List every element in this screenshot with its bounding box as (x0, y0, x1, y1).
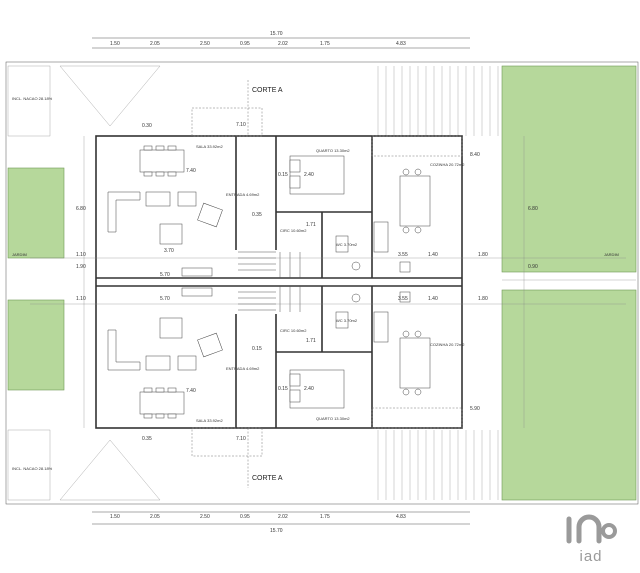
dim-top-total: 15.70 (270, 31, 283, 37)
dim-side-mid-right: 0.90 (528, 264, 538, 270)
iad-logo: iad (556, 513, 626, 565)
dim-top-seg-4: 0.95 (240, 41, 250, 47)
room-circ-bottom: CIRC 10.60m2 (280, 328, 307, 333)
dim-bottom-seg-1: 1.50 (110, 514, 120, 520)
dim-small-25: 5.90 (470, 406, 480, 412)
dim-small-12: 2.40 (304, 172, 314, 178)
corte-label-bottom: CORTE A (252, 475, 283, 482)
dim-small-22: 7.40 (186, 168, 196, 174)
iad-logo-text: iad (579, 548, 603, 565)
dim-top-seg-1: 1.50 (110, 41, 120, 47)
dim-bottom-seg-5: 2.02 (278, 514, 288, 520)
dim-small-3: 1.10 (76, 296, 86, 302)
access-label-top: INCL. NACAO 28.18% (12, 96, 53, 101)
dim-small-26: 7.10 (236, 122, 246, 128)
bed-top (289, 155, 345, 195)
garden-right-bottom (501, 289, 637, 501)
dim-small-9: 3.55 (398, 296, 408, 302)
dim-side-left: 6.80 (76, 206, 86, 212)
dim-side-right: 6.80 (528, 206, 538, 212)
room-cozinha-top: COZINHA 20.72m2 (430, 162, 465, 167)
room-cozinha-bottom: COZINHA 20.72m2 (430, 342, 465, 347)
dim-small-27: 7.10 (236, 436, 246, 442)
access-label-bottom: INCL. NACAO 28.18% (12, 466, 53, 471)
dim-small-16: 1.71 (306, 338, 316, 344)
dim-small-18: 0.15 (278, 386, 288, 392)
dim-small-20: 0.35 (252, 212, 262, 218)
dim-bottom-seg-3: 2.50 (200, 514, 210, 520)
ramp-bottom (59, 439, 161, 501)
iad-logo-mark-icon (566, 514, 617, 544)
room-sala-bottom: SALA 33.92m2 (196, 418, 223, 423)
garden-left-top (7, 167, 65, 259)
dining-table-bottom (139, 387, 185, 419)
dim-small-1: 0.30 (142, 123, 152, 129)
room-circ-top: CIRC 10.60m2 (280, 228, 307, 233)
dim-small-15: 1.71 (306, 222, 316, 228)
dim-side-mid-left: 1.90 (76, 264, 86, 270)
paving-hatch-top (377, 66, 499, 136)
building-outline (95, 135, 463, 429)
garden-left-bottom (7, 299, 65, 391)
dim-small-17: 0.15 (278, 172, 288, 178)
kitchen-island-top (373, 168, 431, 253)
room-quarto-top: QUARTO 13.30m2 (316, 148, 350, 153)
dim-small-23: 7.40 (186, 388, 196, 394)
dim-top-seg-6: 1.75 (320, 41, 330, 47)
dim-small-11: 1.40 (428, 296, 438, 302)
dim-bottom-seg-7: 4.83 (396, 514, 406, 520)
dim-top-seg-3: 2.50 (200, 41, 210, 47)
sofa-set-top (107, 191, 223, 245)
sofa-set-bottom (107, 317, 223, 371)
dining-table-top (139, 145, 185, 177)
dim-small-8: 3.55 (398, 252, 408, 258)
dim-small-2: 1.10 (76, 252, 86, 258)
corte-label-top: CORTE A (252, 87, 283, 94)
dim-small-6: 1.80 (478, 252, 488, 258)
dim-top-seg-2: 2.05 (150, 41, 160, 47)
room-quarto-bottom: QUARTO 13.30m2 (316, 416, 350, 421)
dim-bottom-seg-6: 1.75 (320, 514, 330, 520)
kitchen-island-bottom (373, 311, 431, 396)
dim-small-4: 5.70 (160, 272, 170, 278)
room-entrada-top: ENTRADA 4.69m2 (226, 192, 260, 197)
dim-small-7: 1.80 (478, 296, 488, 302)
room-wc-bottom: WC 3.70m2 (336, 318, 358, 323)
dim-top-seg-5: 2.02 (278, 41, 288, 47)
garden-label-right: JARDIM (604, 252, 619, 257)
room-wc-top: WC 3.70m2 (336, 242, 358, 247)
dim-small-14: 3.70 (164, 248, 174, 254)
paving-hatch-bottom (377, 430, 499, 500)
dim-small-19: 0.35 (142, 436, 152, 442)
room-sala-top: SALA 33.92m2 (196, 144, 223, 149)
ramp-top (59, 65, 161, 127)
garden-label-left: JARDIM (12, 252, 27, 257)
dim-top-seg-7: 4.83 (396, 41, 406, 47)
dim-bottom-seg-4: 0.95 (240, 514, 250, 520)
dim-bottom-total: 15.70 (270, 528, 283, 534)
garden-right-top (501, 65, 637, 273)
dim-small-5: 5.70 (160, 296, 170, 302)
dim-bottom-seg-2: 2.05 (150, 514, 160, 520)
dim-small-21: 0.15 (252, 346, 262, 352)
dim-small-10: 1.40 (428, 252, 438, 258)
site-boundary (5, 61, 639, 505)
dim-small-13: 2.40 (304, 386, 314, 392)
dim-small-24: 8.40 (470, 152, 480, 158)
room-entrada-bottom: ENTRADA 4.69m2 (226, 366, 260, 371)
bed-bottom (289, 369, 345, 409)
